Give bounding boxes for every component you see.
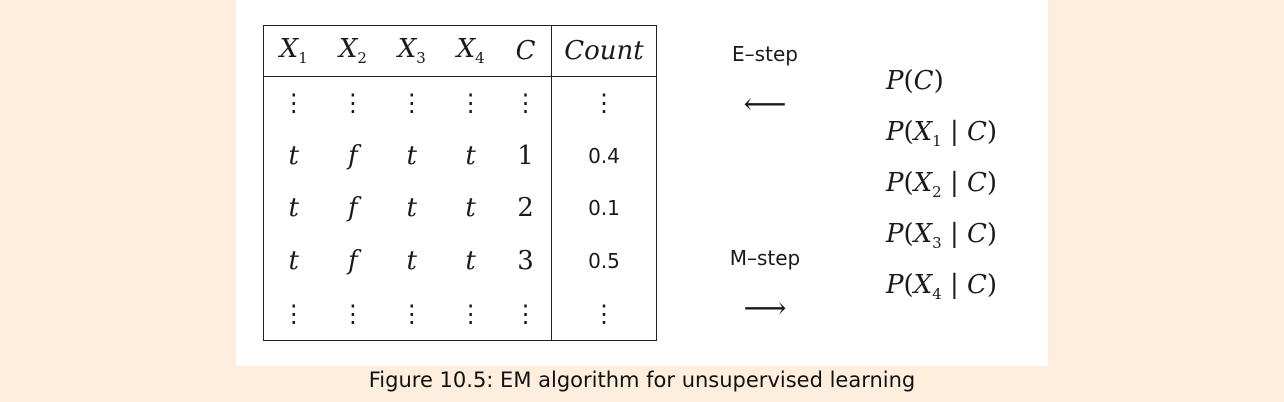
cell-x4: t (465, 140, 476, 171)
header-x2: X2 (323, 25, 383, 77)
parameter-list: P(C) P(X1 | C) P(X2 | C) P(X3 | C) P(X4 … (886, 58, 997, 313)
vertical-ellipsis: ⋮ (592, 299, 616, 328)
vertical-ellipsis: ⋮ (340, 299, 365, 328)
param-p-x3-given-c: P(X3 | C) (886, 219, 998, 253)
cell-c: 2 (517, 193, 534, 224)
vertical-ellipsis: ⋮ (281, 299, 306, 328)
vertical-ellipsis: ⋮ (340, 89, 365, 118)
cell-x2: f (348, 246, 358, 277)
vertical-ellipsis: ⋮ (281, 89, 306, 118)
estep-label: E–step (732, 42, 798, 66)
cell-count: 0.4 (551, 129, 657, 183)
cell-count: 0.5 (551, 234, 657, 288)
table-row: t f t t 3 0.5 (264, 234, 657, 288)
right-arrow-icon: ⟶ (743, 291, 787, 326)
cell-x1: t (288, 193, 299, 224)
vertical-ellipsis: ⋮ (513, 299, 538, 328)
header-x4: X4 (441, 25, 501, 77)
param-p-x2-given-c: P(X2 | C) (886, 168, 998, 202)
table-row: t f t t 2 0.1 (264, 182, 657, 235)
cell-x1: t (288, 246, 299, 277)
mstep-label: M–step (729, 246, 801, 270)
vertical-ellipsis: ⋮ (592, 89, 616, 118)
cell-c: 1 (517, 140, 534, 171)
cell-x2: f (348, 140, 358, 171)
header-x3: X3 (382, 25, 442, 77)
table-row-ellipsis-bottom: ⋮ ⋮ ⋮ ⋮ ⋮ ⋮ (264, 287, 657, 341)
vertical-ellipsis: ⋮ (458, 89, 483, 118)
param-p-x4-given-c: P(X4 | C) (886, 270, 998, 304)
cell-x4: t (465, 193, 476, 224)
vertical-ellipsis: ⋮ (513, 89, 538, 118)
header-count: Count (551, 25, 657, 77)
left-arrow-icon: ⟵ (743, 87, 787, 122)
cell-x4: t (465, 246, 476, 277)
em-data-table: X1 X2 X3 X4 C Count ⋮ ⋮ ⋮ ⋮ ⋮ ⋮ t f t t … (263, 25, 657, 341)
vertical-ellipsis: ⋮ (458, 299, 483, 328)
cell-c: 3 (517, 246, 534, 277)
param-p-x1-given-c: P(X1 | C) (886, 117, 998, 151)
vertical-ellipsis: ⋮ (399, 299, 424, 328)
cell-x2: f (348, 193, 358, 224)
table-row: t f t t 1 0.4 (264, 129, 657, 183)
param-p-c: P(C) (886, 66, 944, 96)
figure-caption: Figure 10.5: EM algorithm for unsupervis… (368, 368, 916, 392)
table-row-ellipsis-top: ⋮ ⋮ ⋮ ⋮ ⋮ ⋮ (264, 76, 657, 130)
cell-x3: t (406, 140, 417, 171)
vertical-ellipsis: ⋮ (399, 89, 424, 118)
header-c: C (500, 25, 552, 77)
cell-count: 0.1 (551, 182, 657, 235)
cell-x3: t (406, 246, 417, 277)
cell-x3: t (406, 193, 417, 224)
table-header-row: X1 X2 X3 X4 C Count (263, 25, 657, 77)
cell-x1: t (288, 140, 299, 171)
header-x1: X1 (263, 25, 324, 77)
